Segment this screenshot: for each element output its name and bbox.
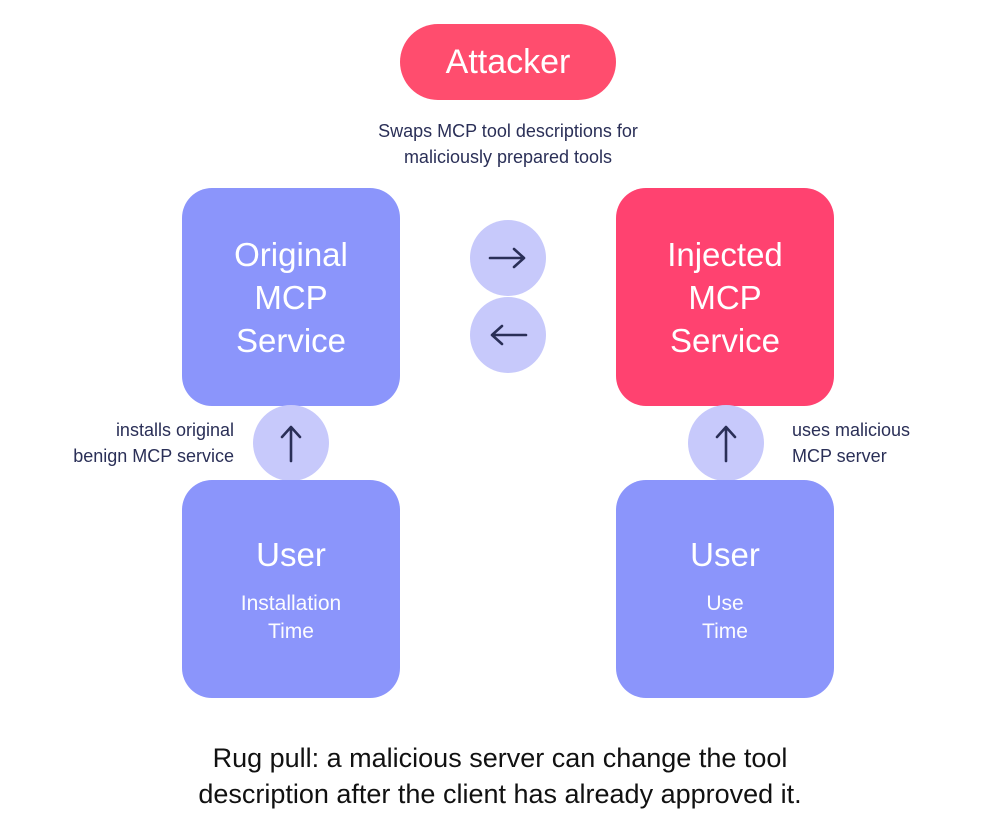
user-installation-title: User	[256, 535, 326, 573]
original-service-line-3: Service	[235, 321, 347, 359]
user-use-title: User	[690, 535, 760, 573]
injected-service-line-2: MCP	[688, 278, 762, 316]
install-note-line-1: installs original	[115, 420, 234, 440]
use-note: uses malicious MCP server	[792, 417, 992, 469]
use-flow-connector	[688, 405, 764, 481]
diagram-caption: Rug pull: a malicious server can change …	[120, 740, 880, 812]
arrow-left-icon	[490, 324, 528, 346]
attacker-note-line-2: maliciously prepared tools	[403, 147, 613, 167]
user-use-node: User Use Time	[616, 480, 834, 698]
user-use-sub-line-1: Use	[706, 591, 744, 615]
injected-mcp-service-node: Injected MCP Service	[616, 188, 834, 406]
install-flow-connector	[253, 405, 329, 481]
arrow-up-icon	[715, 425, 737, 463]
original-service-title: Original MCP Service	[201, 233, 381, 362]
install-note-line-2: benign MCP service	[73, 446, 234, 466]
original-mcp-service-node: Original MCP Service	[182, 188, 400, 406]
use-note-line-1: uses malicious	[792, 420, 911, 440]
user-installation-node: User Installation Time	[182, 480, 400, 698]
attacker-label: Attacker	[445, 42, 571, 81]
swap-back-connector	[470, 297, 546, 373]
swap-forward-connector	[470, 220, 546, 296]
user-installation-subtitle: Installation Time	[216, 590, 366, 646]
injected-service-line-1: Injected	[667, 235, 783, 273]
install-note: installs original benign MCP service	[40, 417, 234, 469]
original-service-line-2: MCP	[254, 278, 328, 316]
user-use-sub-line-2: Time	[702, 619, 748, 643]
caption-line-2: description after the client has already…	[198, 779, 802, 809]
user-installation-sub-line-2: Time	[268, 619, 314, 643]
attacker-note-line-1: Swaps MCP tool descriptions for	[378, 121, 638, 141]
user-use-subtitle: Use Time	[650, 590, 800, 646]
attacker-node: Attacker	[400, 24, 616, 100]
injected-service-line-3: Service	[669, 321, 781, 359]
arrow-up-icon	[280, 425, 302, 463]
caption-line-1: Rug pull: a malicious server can change …	[212, 743, 788, 773]
injected-service-title: Injected MCP Service	[635, 233, 815, 362]
arrow-right-icon	[488, 247, 526, 269]
user-installation-sub-line-1: Installation	[240, 591, 342, 615]
attacker-note: Swaps MCP tool descriptions for maliciou…	[330, 118, 686, 170]
original-service-line-1: Original	[234, 235, 348, 273]
use-note-line-2: MCP server	[792, 446, 887, 466]
